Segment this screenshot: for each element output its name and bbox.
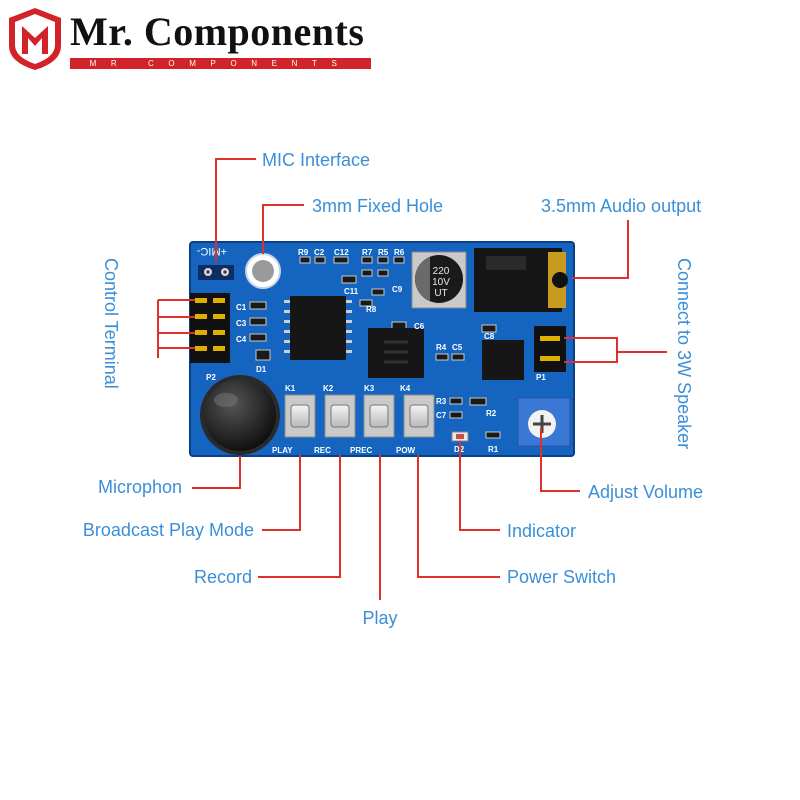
capacitor-marking-1: 220 (433, 266, 450, 277)
label-record: Record (194, 567, 252, 587)
mic-header (198, 265, 234, 280)
button-label-pow: POW (396, 446, 416, 455)
electrolytic-capacitor (411, 251, 467, 309)
label-fixed-hole: 3mm Fixed Hole (312, 196, 443, 216)
ref-c8: C8 (484, 332, 495, 341)
label-power-switch: Power Switch (507, 567, 616, 587)
leader-fixed-hole (262, 204, 304, 254)
smd-parts (249, 256, 501, 439)
ref-r9: R9 (298, 248, 309, 257)
leader-microphone (192, 456, 241, 489)
ref-r2: R2 (486, 409, 497, 418)
leader-mic-interface (215, 158, 256, 262)
ref-c12: C12 (334, 248, 349, 257)
indicator-led (451, 431, 469, 442)
brand-logo (9, 8, 61, 70)
ref-c9: C9 (392, 285, 403, 294)
ref-c4: C4 (236, 335, 247, 344)
brand-bar (70, 58, 371, 69)
capacitor-marking-3: UT (434, 288, 447, 299)
ref-r6: R6 (394, 248, 405, 257)
label-indicator: Indicator (507, 521, 576, 541)
label-broadcast: Broadcast Play Mode (83, 520, 254, 540)
button-label-play: PLAY (272, 446, 293, 455)
volume-potentiometer (517, 397, 571, 447)
label-control-terminal: Control Terminal (101, 258, 121, 389)
chip-left (284, 296, 352, 360)
ref-k2: K2 (323, 384, 334, 393)
ref-c6: C6 (414, 322, 425, 331)
audio-jack (474, 248, 568, 312)
ref-c7: C7 (436, 411, 447, 420)
ref-k3: K3 (364, 384, 375, 393)
button-label-prec: PREC (350, 446, 372, 455)
ref-c2: C2 (314, 248, 325, 257)
ref-k1: K1 (285, 384, 296, 393)
ref-r8: R8 (366, 305, 377, 314)
ref-c5: C5 (452, 343, 463, 352)
chip-center (368, 328, 424, 378)
leader-speaker (564, 337, 667, 363)
leader-audio-output (572, 220, 629, 279)
mic-header-label: +MIC- (196, 245, 227, 257)
leader-lines (157, 158, 667, 600)
ref-p1: P1 (536, 373, 546, 382)
chip-amp (482, 340, 524, 380)
ref-r3: R3 (436, 397, 447, 406)
leader-adjust-volume (540, 428, 580, 492)
brand-title: Mr. Components (70, 9, 365, 54)
ref-d1: D1 (256, 365, 267, 374)
speaker-connector (534, 326, 566, 372)
ref-r4: R4 (436, 343, 447, 352)
ref-p2: P2 (206, 373, 216, 382)
button-label-rec: REC (314, 446, 331, 455)
leader-power-switch (417, 455, 500, 578)
leader-record (258, 455, 341, 578)
label-mic-interface: MIC Interface (262, 150, 370, 170)
ref-c11: C11 (344, 287, 359, 296)
ref-k4: K4 (400, 384, 411, 393)
microphone-capsule (200, 375, 280, 455)
ref-r7: R7 (362, 248, 373, 257)
push-buttons (284, 394, 435, 438)
leader-indicator (459, 441, 500, 531)
leader-control-terminal (157, 299, 195, 358)
label-microphone: Microphon (98, 477, 182, 497)
ref-c1: C1 (236, 303, 247, 312)
label-audio-output: 3.5mm Audio output (541, 196, 701, 216)
label-play: Play (362, 608, 397, 628)
brand-subtitle: MR COMPONENTS (89, 59, 352, 68)
ref-r5: R5 (378, 248, 389, 257)
label-speaker: Connect to 3W Speaker (674, 258, 694, 449)
capacitor-marking-2: 10V (432, 277, 450, 288)
label-adjust-volume: Adjust Volume (588, 482, 703, 502)
leader-broadcast (262, 455, 301, 531)
control-terminal-header (190, 293, 230, 363)
ref-c3: C3 (236, 319, 247, 328)
ref-r1: R1 (488, 445, 499, 454)
